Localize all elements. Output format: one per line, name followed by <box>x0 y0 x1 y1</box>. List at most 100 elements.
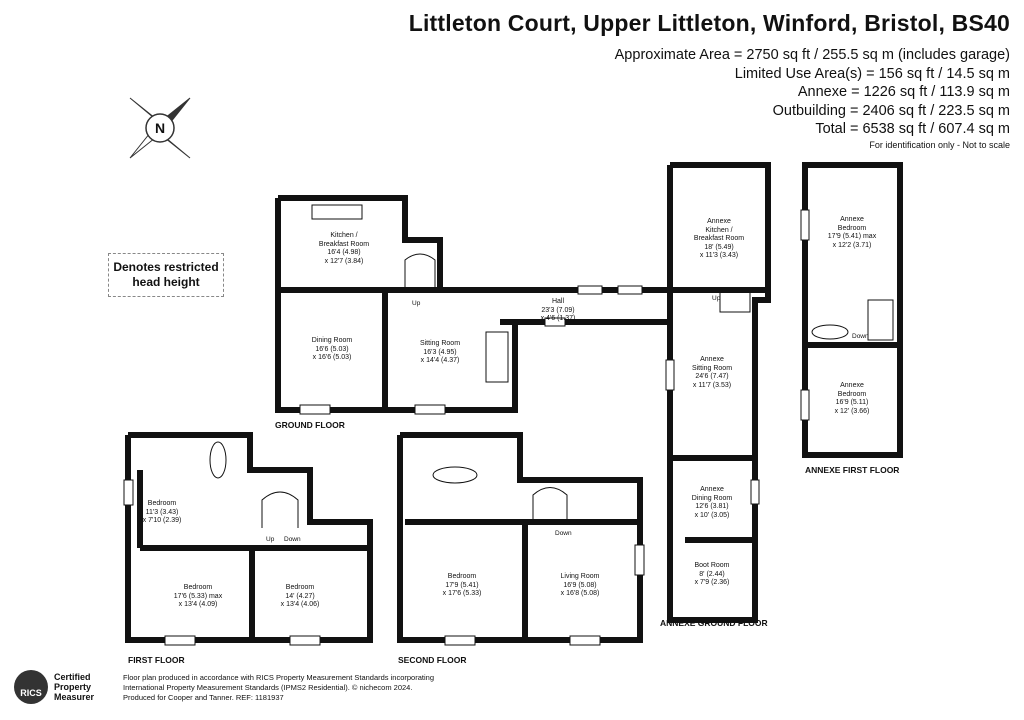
room-dimension: 18' (5.49) <box>704 243 734 251</box>
compass-icon <box>129 97 191 159</box>
compass-letter: N <box>155 120 165 136</box>
room-dimension: x 17'6 (5.33) <box>442 590 482 597</box>
rics-certified-logo: RICS Certified Property Measurer <box>14 668 114 708</box>
room-name: Sitting Room <box>419 340 461 347</box>
room-dimension: x 13'4 (4.09) <box>178 601 218 608</box>
room-dimension: x 7'9 (2.36) <box>694 579 730 586</box>
room-dimension: x 7'10 (2.39) <box>142 517 182 524</box>
room-dimension: 16'9 (5.08) <box>563 581 597 589</box>
room-name: Annexe <box>700 486 724 493</box>
room-name: Dining Room <box>311 337 353 344</box>
room-name: Bedroom <box>837 390 867 398</box>
identification-note: For identification only - Not to scale <box>869 140 1010 150</box>
annexe-ground-floor-label: ANNEXE GROUND FLOOR <box>660 618 768 628</box>
area-outbuilding: Outbuilding = 2406 sq ft / 223.5 sq m <box>772 102 1010 119</box>
room-name: Bedroom <box>147 500 177 507</box>
ground-floor-label: GROUND FLOOR <box>275 420 345 430</box>
room-living: Living Room 16'9 (5.08) x 16'8 (5.08) <box>561 573 600 599</box>
area-summary: Approximate Area = 2750 sq ft / 255.5 sq… <box>615 46 1010 139</box>
room-name: Breakfast Room <box>318 240 370 248</box>
first-stairs-up-label: Up <box>266 536 275 543</box>
area-approximate: Approximate Area = 2750 sq ft / 255.5 sq… <box>614 47 1010 63</box>
windows <box>123 209 810 646</box>
room-kitchen: Kitchen / Breakfast Room 16'4 (4.98) x 1… <box>319 232 369 266</box>
room-sitting: Sitting Room 16'3 (4.95) x 14'4 (4.37) <box>420 340 460 366</box>
room-dining: Dining Room 16'6 (5.03) x 16'6 (5.03) <box>312 337 352 363</box>
room-bedroom-right: Bedroom 14' (4.27) x 13'4 (4.06) <box>281 584 320 610</box>
room-name: Dining Room <box>691 494 733 502</box>
room-name: Bedroom <box>837 224 867 232</box>
room-bedroom-left: Bedroom 17'6 (5.33) max x 13'4 (4.09) <box>174 584 222 610</box>
first-stairs-down-label: Down <box>284 536 301 543</box>
rics-line: Measurer <box>54 692 95 702</box>
room-dimension: x 12'7 (3.84) <box>324 257 364 265</box>
room-dimension: 23'3 (7.09) <box>541 306 575 314</box>
footer-line: Floor plan produced in accordance with R… <box>123 673 434 682</box>
room-dimension: 17'9 (5.41) <box>445 581 479 589</box>
annexe-stairs-up-label: Up <box>712 295 721 302</box>
room-dimension: x 11'3 (3.43) <box>699 252 739 259</box>
room-dimension: x 10' (3.05) <box>694 511 730 519</box>
area-total: Total = 6538 sq ft / 607.4 sq m <box>815 121 1010 137</box>
room-name: Boot Room <box>694 562 730 569</box>
room-name: Bedroom <box>183 584 213 591</box>
room-hall: Hall 23'3 (7.09) x 4'6 (1.37) <box>541 298 576 324</box>
second-stairs-down-label: Down <box>555 530 572 537</box>
room-name: Bedroom <box>447 573 477 580</box>
room-name: Sitting Room <box>691 364 733 372</box>
room-annexe-dining: Annexe Dining Room 12'6 (3.81) x 10' (3.… <box>692 486 732 520</box>
first-floor-label: FIRST FLOOR <box>128 655 185 665</box>
rics-logo-icon: RICS <box>14 670 48 704</box>
restricted-height-legend: Denotes restricted head height <box>108 253 224 297</box>
room-dimension: 24'6 (7.47) <box>695 373 729 380</box>
room-dimension: 11'3 (3.43) <box>145 508 179 516</box>
room-dimension: 17'6 (5.33) max <box>173 592 223 600</box>
area-limited-use: Limited Use Area(s) = 156 sq ft / 14.5 s… <box>734 65 1010 82</box>
room-dimension: 17'9 (5.41) max <box>827 233 877 240</box>
room-dimension: 12'6 (3.81) <box>695 503 729 510</box>
room-name: Annexe <box>700 356 724 363</box>
room-boot: Boot Room 8' (2.44) x 7'9 (2.36) <box>694 562 729 588</box>
footer-line: International Property Measurement Stand… <box>123 683 413 692</box>
room-dimension: 16'9 (5.11) <box>835 399 869 406</box>
room-dimension: x 12'2 (3.71) <box>832 241 872 249</box>
room-annexe-sitting: Annexe Sitting Room 24'6 (7.47) x 11'7 (… <box>692 356 732 390</box>
room-bedroom-small: Bedroom 11'3 (3.43) x 7'10 (2.39) <box>143 500 182 526</box>
rics-line: Property <box>54 682 92 692</box>
room-second-bedroom: Bedroom 17'9 (5.41) x 17'6 (5.33) <box>443 573 482 599</box>
room-name: Kitchen / <box>705 226 733 234</box>
room-dimension: x 13'4 (4.06) <box>280 601 320 608</box>
area-annexe: Annexe = 1226 sq ft / 113.9 sq m <box>797 84 1010 100</box>
fixtures <box>209 204 849 484</box>
room-name: Hall <box>551 298 565 305</box>
room-dimension: x 14'4 (4.37) <box>420 357 460 364</box>
room-annexe-bedroom-1: Annexe Bedroom 17'9 (5.41) max x 12'2 (3… <box>828 216 876 250</box>
room-dimension: 16'3 (4.95) <box>423 348 457 356</box>
room-dimension: x 11'7 (3.53) <box>692 381 732 389</box>
stairs-up-label: Up <box>412 300 421 307</box>
room-name: Annexe <box>840 382 864 389</box>
second-floor-label: SECOND FLOOR <box>398 655 467 665</box>
room-dimension: 16'4 (4.98) <box>327 249 361 256</box>
footer-line: Produced for Cooper and Tanner. REF: 118… <box>123 693 284 702</box>
room-dimension: x 16'8 (5.08) <box>560 590 600 597</box>
room-dimension: 8' (2.44) <box>699 570 725 578</box>
room-dimension: 16'6 (5.03) <box>315 345 349 353</box>
annexe-first-floor-label: ANNEXE FIRST FLOOR <box>805 465 900 475</box>
legend-line-1: Denotes restricted <box>113 260 219 274</box>
room-dimension: x 12' (3.66) <box>834 407 870 415</box>
room-annexe-bedroom-2: Annexe Bedroom 16'9 (5.11) x 12' (3.66) <box>835 382 870 416</box>
page-title: Littleton Court, Upper Littleton, Winfor… <box>408 10 1010 36</box>
annexe-stairs-down-label: Down <box>852 333 869 340</box>
room-name: Bedroom <box>285 584 315 591</box>
room-name: Breakfast Room <box>693 235 745 242</box>
staircases <box>261 253 894 528</box>
room-annexe-kitchen: Annexe Kitchen / Breakfast Room 18' (5.4… <box>694 218 744 261</box>
ground-floor-walls <box>125 162 903 643</box>
rics-line: Certified <box>54 672 91 682</box>
legend-line-2: head height <box>132 275 200 289</box>
footer-notes: Floor plan produced in accordance with R… <box>123 673 434 703</box>
room-name: Kitchen / <box>330 232 358 239</box>
rics-certified-text: Certified Property Measurer <box>54 672 94 702</box>
